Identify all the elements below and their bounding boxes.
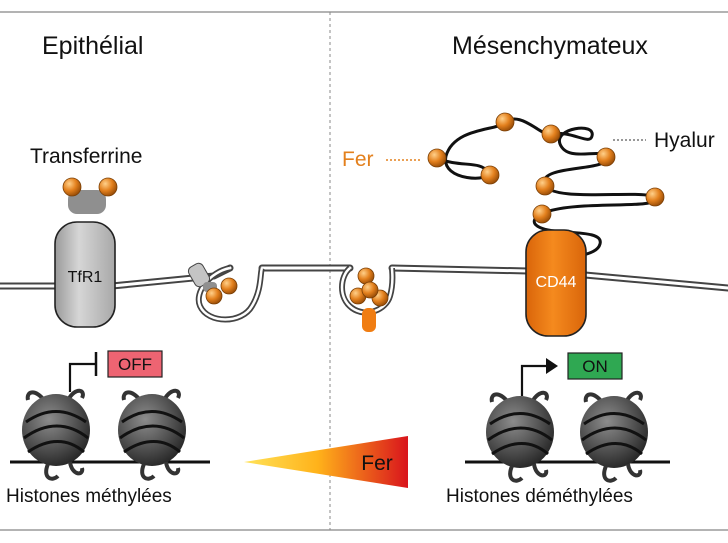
cd44-label: CD44	[536, 274, 577, 291]
hyaluronan-iron-ball	[645, 187, 665, 207]
center-cd44-fragment	[362, 308, 376, 332]
vesicle-iron-ball	[220, 277, 238, 295]
hyaluronan-iron-ball	[596, 147, 616, 167]
iron-gradient-wedge	[244, 436, 408, 488]
nucleosome	[486, 390, 554, 483]
hyaluronan-iron-ball	[427, 148, 447, 168]
iron-label: Fer	[342, 148, 374, 171]
nucleosome	[22, 388, 90, 481]
hyaluronan-iron-ball	[541, 124, 561, 144]
iron-gradient-label: Fer	[361, 452, 393, 475]
off-badge-label: OFF	[118, 355, 152, 374]
transferrin-iron-ball	[98, 177, 118, 197]
histones-demethylated-label: Histones déméthylées	[446, 486, 633, 507]
on-badge-label: ON	[582, 357, 608, 376]
repression-arrow	[68, 362, 96, 392]
transferrin-iron-ball	[62, 177, 82, 197]
hyaluronan-iron-ball	[535, 176, 555, 196]
tfr1-receptor	[54, 221, 116, 328]
activation-arrow-head	[546, 358, 558, 374]
right-panel-title: Mésenchymateux	[452, 32, 648, 60]
vesicle-iron-ball	[205, 287, 223, 305]
left-panel-title: Epithélial	[42, 32, 143, 60]
hyaluronan-iron-ball	[480, 165, 500, 185]
hyaluronan-label: Hyalur	[654, 129, 715, 152]
nucleosome	[580, 390, 648, 483]
activation-arrow	[520, 364, 548, 396]
hyaluronan-iron-ball	[495, 112, 515, 132]
nucleosome	[118, 388, 186, 481]
hyaluronan-iron-ball	[532, 204, 552, 224]
transferrin-label: Transferrine	[30, 145, 142, 168]
histones-methylated-label: Histones méthylées	[6, 486, 172, 507]
tfr1-label: TfR1	[68, 269, 103, 286]
transferrin-protein	[68, 190, 106, 214]
off-badge	[107, 350, 163, 378]
center-iron-ball	[361, 281, 379, 299]
cd44-receptor	[525, 229, 587, 337]
on-badge	[567, 352, 623, 380]
center-iron-ball	[357, 267, 375, 285]
